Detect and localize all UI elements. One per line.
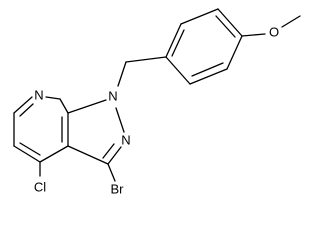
bonds [13,8,301,182]
bond-c5-c4-inner [19,142,41,156]
atom-label-n1: N [108,89,117,104]
bond-n2-c3-inner [102,143,115,159]
bond-o-ch3 [281,15,301,28]
atom-label-bromine: Br [111,182,125,197]
bond-npy-c6-inner [19,103,34,117]
bond-b5-b6-inner [191,62,224,77]
bond-b3-b4 [217,8,243,37]
atom-label-n-pyridine: N [34,88,43,103]
bond-b4-b5 [226,35,243,70]
bond-c7a-c6join [59,98,69,114]
bond-ch2-cipso [125,56,167,63]
atom-label-oxygen: O [269,25,279,40]
bond-b6-b1 [165,56,191,85]
bond-b4-o [241,33,266,37]
chemical-structure: N N N Cl Br O [13,8,301,197]
bond-n1-n2 [115,107,125,133]
bond-c4-c3a [39,145,69,163]
bond-n2-c3 [107,146,122,165]
bond-c7a-n1 [67,99,107,114]
bond-npy-c6 [13,96,33,114]
atom-label-chlorine: Cl [34,180,46,195]
bond-b5-b6 [189,68,228,85]
bond-b3-b4-inner [215,15,236,38]
bond-c7a-npy [45,96,61,100]
bond-c3-br [107,163,116,182]
atom-labels: N N N Cl Br O [34,25,279,197]
atom-label-n2: N [121,133,130,148]
bond-c5-c4 [13,145,41,163]
bond-b1-b2-inner [171,29,185,57]
bond-c3-c3a [67,145,109,165]
bond-n1-ch2 [117,61,127,87]
bond-b2-b3 [180,8,219,25]
bond-b1-b2 [165,23,182,58]
